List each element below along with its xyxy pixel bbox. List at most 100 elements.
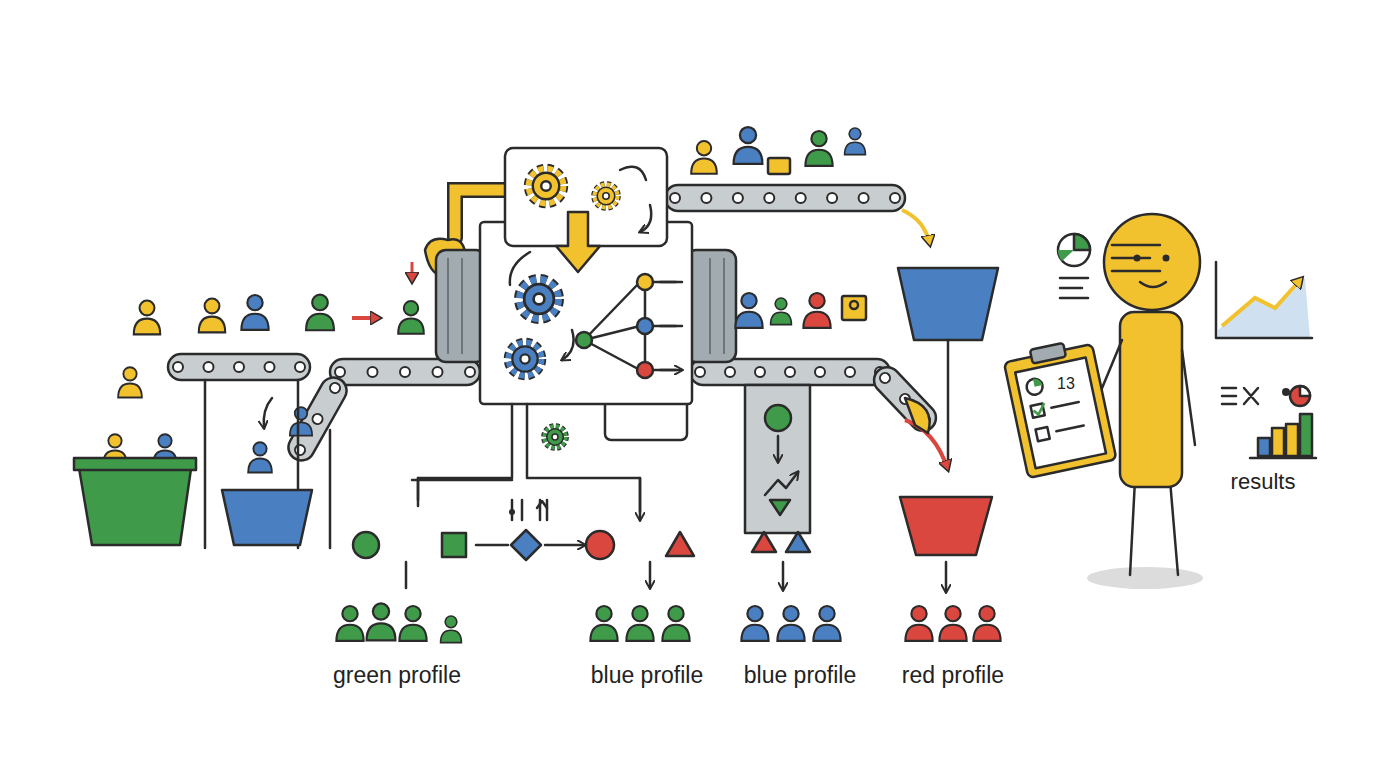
conveyor-belt [670,193,680,203]
analyst-figure [1104,214,1200,310]
analyst-figure [1130,480,1178,575]
profile-group [399,606,426,641]
profile-label: blue profile [591,663,704,688]
analyst-figure [1120,312,1182,487]
red-funnel [905,398,930,433]
flow-arrow [411,262,414,282]
red-funnel [945,562,948,592]
chart-icons [1290,386,1310,406]
profile-label: green profile [333,663,461,688]
person-icon [241,295,268,330]
decision-flow [537,501,547,508]
green-bucket [74,434,196,545]
decision-flow [406,404,650,588]
profile-group [741,606,768,641]
conveyor-belt [733,193,743,203]
analyst-figure [1140,282,1166,287]
chart-icons [1282,388,1290,396]
blue-funnel [947,340,950,470]
conveyor-belt [400,367,410,377]
profile-group [367,604,396,641]
green-bucket [78,462,192,545]
conveyor-belt [335,367,345,377]
analyst-figure [1087,567,1203,589]
machine [637,274,653,290]
blue-funnel [898,268,998,340]
chart-icons [1272,428,1284,456]
conveyor-belt [869,362,942,436]
machine [556,212,600,272]
conveyor-belt [433,367,443,377]
machine [510,252,574,360]
conveyor-belt [204,362,214,372]
person-icon [771,298,792,325]
clipboard [1036,427,1050,441]
profile-group [441,616,462,643]
clipboard [1051,402,1083,431]
briefcase-icon [768,158,790,174]
sorting-chute [745,385,810,590]
sorting-chute [745,385,810,533]
sorting-chute [770,500,790,515]
conveyor-belt [293,443,307,457]
machine [637,362,653,378]
person-icon [290,407,312,436]
sorting-chute [782,562,785,590]
chart-icons [1058,250,1074,261]
conveyor-belt [845,367,855,377]
conveyor-belt [785,367,795,377]
profile-label: blue profile [744,663,857,688]
flow-arrow [264,262,412,428]
chart-icons [1300,414,1312,456]
conveyor-belt [284,373,351,465]
chart-icons [1216,262,1312,338]
shape-icon [353,427,694,561]
shape-icon [353,532,379,558]
clipboard [1032,403,1046,415]
chart-icons [1286,424,1298,456]
conveyor-belt [764,193,774,203]
profile-group [336,606,363,641]
chart-icons [1250,457,1316,460]
shape-icon [666,532,694,556]
sorting-chute [765,405,791,431]
shape-icon [545,427,566,448]
machine [595,185,617,207]
conveyor-belt [465,367,475,377]
conveyor-belt [311,412,325,426]
chart-icons [1060,245,1160,298]
results-caption: results [1231,470,1296,494]
chart-icons [1074,234,1090,250]
clipboard [1004,344,1117,478]
profile-group [590,606,617,641]
machine [637,318,653,334]
sorting-chute [777,436,780,462]
person-icon [803,293,830,328]
person-icon [805,131,832,166]
conveyor-belt [890,193,900,203]
conveyor-belt [815,367,825,377]
clipboard-number: 13 [1057,375,1075,393]
chart-icons [1258,438,1270,456]
person-icon [398,301,424,334]
blue-bucket [222,490,312,545]
clipboard [1033,377,1042,386]
decision-flow [509,509,515,515]
green-bucket [74,458,196,470]
sorting-chute [752,532,776,552]
machine [620,167,651,232]
person-icon [691,141,717,174]
conveyor-belt [234,362,244,372]
decision-flow [512,500,547,520]
profile-group [813,606,840,641]
belt-stand [205,380,330,548]
machine [660,282,682,370]
profile-label: red profile [902,663,1004,688]
conveyor-belt [173,362,183,372]
blue-bucket [222,490,312,545]
clipboard [1015,358,1106,469]
profile-group [777,606,804,641]
conveyor-belt [755,367,765,377]
chart-icons [1058,234,1316,458]
